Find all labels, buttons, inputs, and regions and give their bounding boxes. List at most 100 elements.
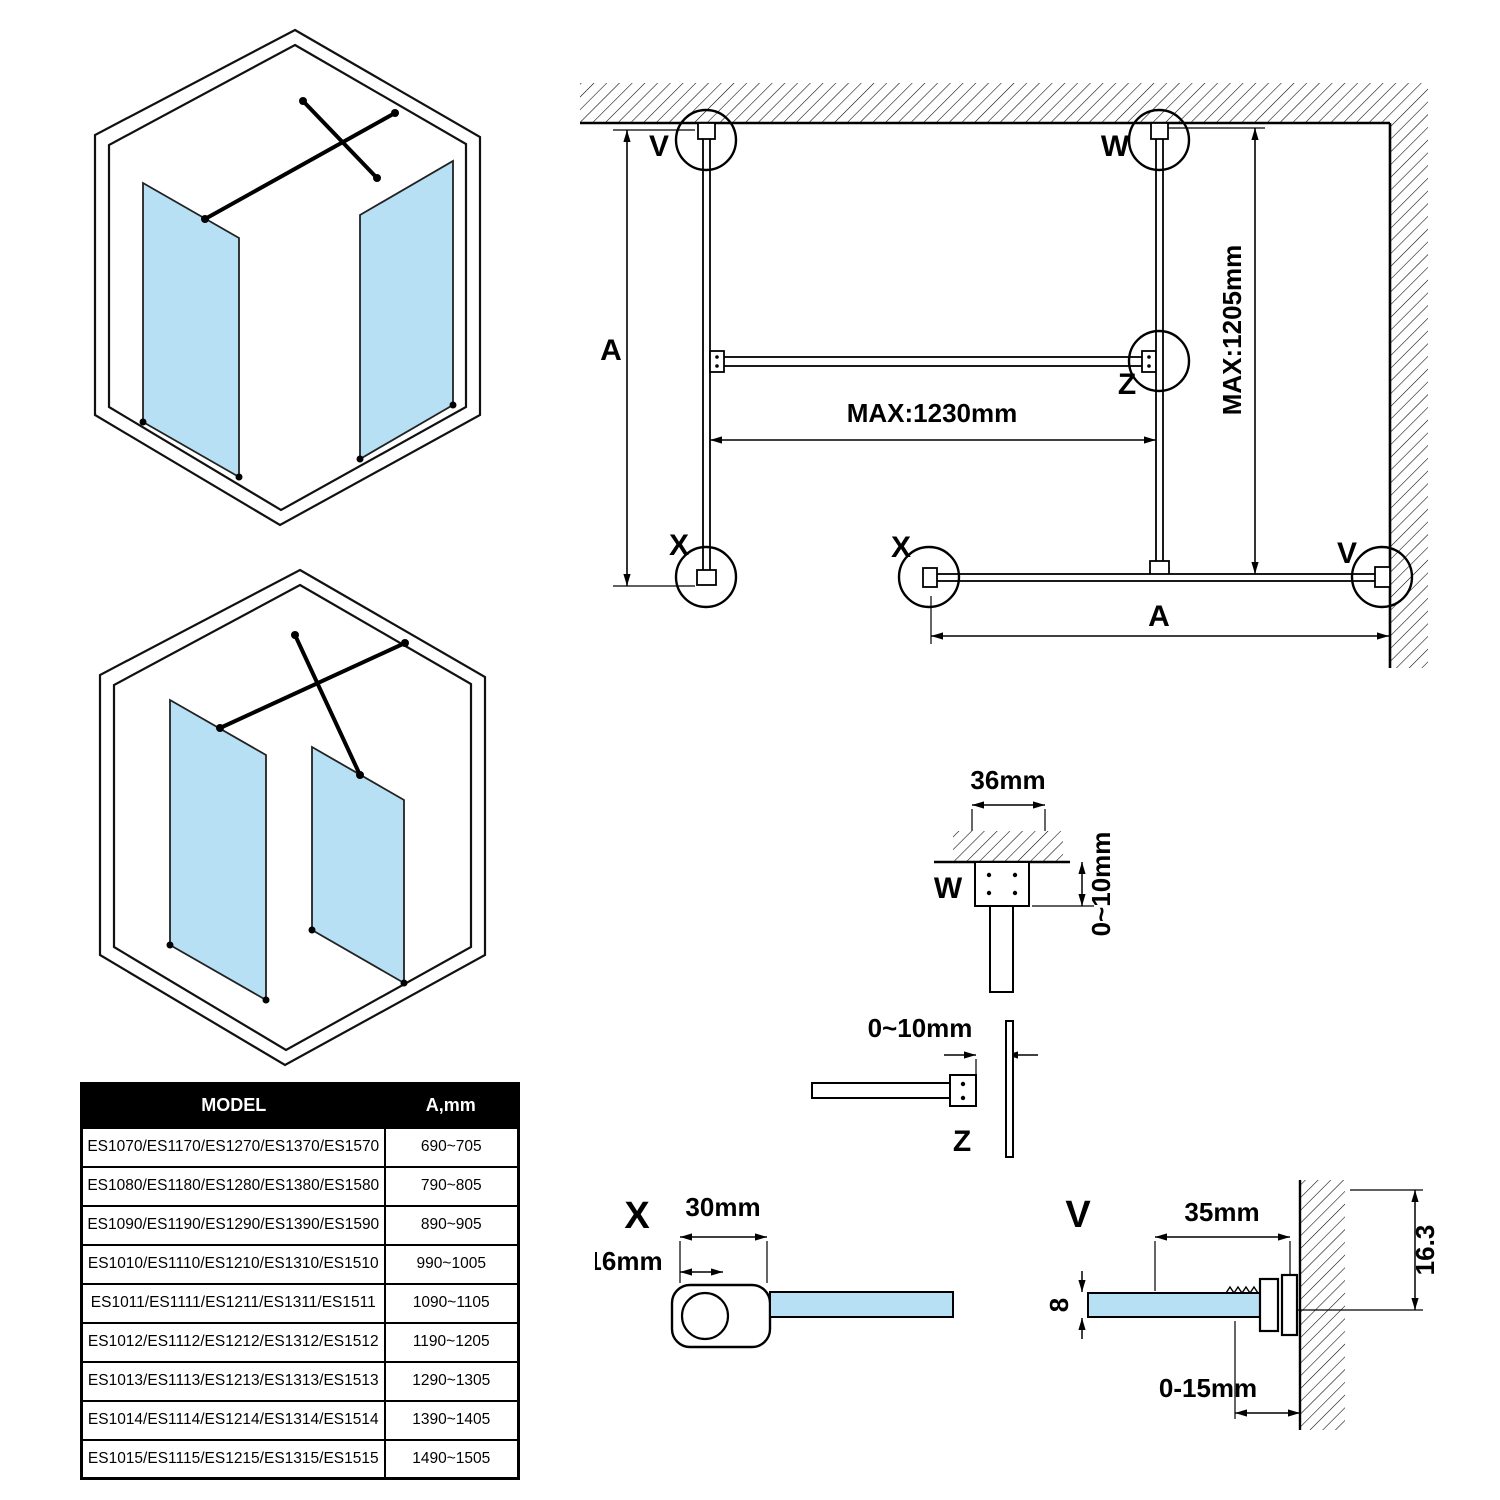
detail-v-drawing: V 35mm 8 16.3 0-15mm <box>1044 1180 1440 1430</box>
model-cell: ES1014/ES1114/ES1214/ES1314/ES1514 <box>80 1399 386 1441</box>
dimension-gap <box>1032 862 1094 907</box>
dim-a-left-label: A <box>600 334 622 367</box>
table-row: ES1090/ES1190/ES1290/ES1390/ES1590 890~9… <box>80 1204 520 1246</box>
room-frame <box>93 28 482 527</box>
a-cell: 1490~1505 <box>383 1438 520 1480</box>
callout-labels: V W Z X X V <box>649 130 1357 570</box>
wall-hatch <box>1298 1180 1345 1430</box>
model-cell: ES1070/ES1170/ES1270/ES1370/ES1570 <box>80 1126 386 1168</box>
a-cell: 1290~1305 <box>383 1360 520 1402</box>
model-cell: ES1080/ES1180/ES1280/ES1380/ES1580 <box>80 1165 386 1207</box>
detail-x-width-label: 30mm <box>685 1192 760 1222</box>
ceiling-hatch <box>580 83 1428 125</box>
glass-panel-bottom-edge <box>922 566 1391 588</box>
a-cell: 990~1005 <box>383 1243 520 1285</box>
table-row: ES1013/ES1113/ES1213/ES1313/ES1513 1290~… <box>80 1360 520 1402</box>
detail-z-label: Z <box>953 1125 971 1158</box>
table-row: ES1014/ES1114/ES1214/ES1314/ES1514 1390~… <box>80 1399 520 1441</box>
detail-x-height-label: 16mm <box>595 1246 663 1276</box>
wall-hatch <box>1388 123 1428 668</box>
detail-z-gap-label: 0~10mm <box>868 1013 973 1043</box>
detail-z-drawing: 0~10mm Z <box>811 1013 1038 1158</box>
installation-plan-drawing: V W Z X X V A MAX:1230mm MAX:1205mm A <box>580 83 1428 668</box>
model-cell: ES1015/ES1115/ES1215/ES1315/ES1515 <box>80 1438 386 1480</box>
table-header-row: MODEL A,mm <box>81 1083 519 1128</box>
detail-v-depth-label: 16.3 <box>1410 1225 1440 1276</box>
fitting-dots <box>139 97 457 481</box>
label-z: Z <box>1118 368 1136 401</box>
dim-max-height-label: MAX:1205mm <box>1217 245 1247 416</box>
dimension-max-width: MAX:1230mm <box>710 398 1156 444</box>
room-frame <box>98 568 487 1067</box>
dimension-16-3 <box>1298 1189 1423 1311</box>
table-row: ES1080/ES1180/ES1280/ES1380/ES1580 790~8… <box>80 1165 520 1207</box>
detail-w-drawing: 36mm W 0~10mm <box>934 765 1116 993</box>
model-cell: ES1010/ES1110/ES1210/ES1310/ES1510 <box>80 1243 386 1285</box>
glass-panel <box>142 181 240 479</box>
glass-panel <box>359 159 454 461</box>
dim-max-width-label: MAX:1230mm <box>847 398 1018 428</box>
detail-w-width-label: 36mm <box>970 765 1045 795</box>
dimension-30mm <box>679 1233 768 1283</box>
label-w-top: W <box>1101 130 1130 163</box>
dim-a-bottom-label: A <box>1148 600 1170 633</box>
glass-edge <box>769 1291 954 1318</box>
dimension-max-height: MAX:1205mm <box>1168 127 1265 574</box>
rod-and-bracket <box>811 1020 1014 1158</box>
dimension-0-15mm <box>1234 1321 1300 1419</box>
table-row: ES1070/ES1170/ES1270/ES1370/ES1570 690~7… <box>80 1126 520 1168</box>
a-cell: 790~805 <box>383 1165 520 1207</box>
detail-x-label: X <box>624 1195 650 1237</box>
dimension-gap <box>944 1051 1038 1075</box>
glass-panel <box>169 698 267 1002</box>
model-size-table: MODEL A,mm ES1070/ES1170/ES1270/ES1370/E… <box>80 1082 520 1480</box>
detail-v-label: V <box>1065 1194 1091 1236</box>
detail-v-width-label: 35mm <box>1184 1197 1259 1227</box>
dimension-a-bottom: A <box>930 596 1389 644</box>
glass-panel <box>311 745 405 985</box>
model-cell: ES1012/ES1112/ES1212/ES1312/ES1512 <box>80 1321 386 1363</box>
glass-panels <box>169 698 405 1002</box>
detail-w-gap-label: 0~10mm <box>1086 832 1116 937</box>
glass-edge <box>1005 1020 1014 1158</box>
table-row: ES1010/ES1110/ES1210/ES1310/ES1510 990~1… <box>80 1243 520 1285</box>
model-cell: ES1090/ES1190/ES1290/ES1390/ES1590 <box>80 1204 386 1246</box>
glass-panels <box>142 159 454 479</box>
a-cell: 1390~1405 <box>383 1399 520 1441</box>
clamp-teeth <box>1225 1285 1259 1295</box>
label-v-bottom: V <box>1337 537 1357 570</box>
isometric-view-2 <box>98 568 487 1067</box>
model-cell: ES1013/ES1113/ES1213/ES1313/ES1513 <box>80 1360 386 1402</box>
a-cell: 1190~1205 <box>383 1321 520 1363</box>
isometric-view-1 <box>93 28 482 527</box>
label-v-top: V <box>649 130 669 163</box>
ceiling-hatch <box>934 831 1070 864</box>
model-table: MODEL A,mm ES1070/ES1170/ES1270/ES1370/E… <box>80 1082 520 1480</box>
table-row: ES1015/ES1115/ES1215/ES1315/ES1515 1490~… <box>80 1438 520 1480</box>
support-rods <box>204 99 396 221</box>
support-pole <box>989 905 1014 993</box>
detail-x-drawing: X 30mm 16mm <box>595 1192 954 1349</box>
support-rod-edge <box>709 350 1157 373</box>
support-rods <box>219 634 406 776</box>
detail-callout-circles <box>674 108 1414 609</box>
table-row: ES1011/ES1111/ES1211/ES1311/ES1511 1090~… <box>80 1282 520 1324</box>
model-cell: ES1011/ES1111/ES1211/ES1311/ES1511 <box>80 1282 386 1324</box>
label-x-bottom: X <box>891 531 911 564</box>
table-header-a: A,mm <box>384 1083 519 1128</box>
a-cell: 1090~1105 <box>383 1282 520 1324</box>
dimension-a-left: A <box>600 129 695 587</box>
dimension-35mm <box>1154 1233 1291 1291</box>
dimension-36mm <box>971 801 1046 831</box>
ceiling-bracket <box>974 861 1030 993</box>
glass-edge <box>1087 1292 1261 1318</box>
detail-v-glass-label: 8 <box>1044 1298 1074 1312</box>
detail-v-adjust-label: 0-15mm <box>1159 1373 1257 1403</box>
table-header-model: MODEL <box>81 1083 385 1128</box>
glass-panel-middle-edge <box>1149 122 1170 578</box>
wall-profile <box>1258 1273 1299 1337</box>
fitting-dots <box>166 631 409 1004</box>
label-x-left: X <box>669 529 689 562</box>
a-cell: 890~905 <box>383 1204 520 1246</box>
